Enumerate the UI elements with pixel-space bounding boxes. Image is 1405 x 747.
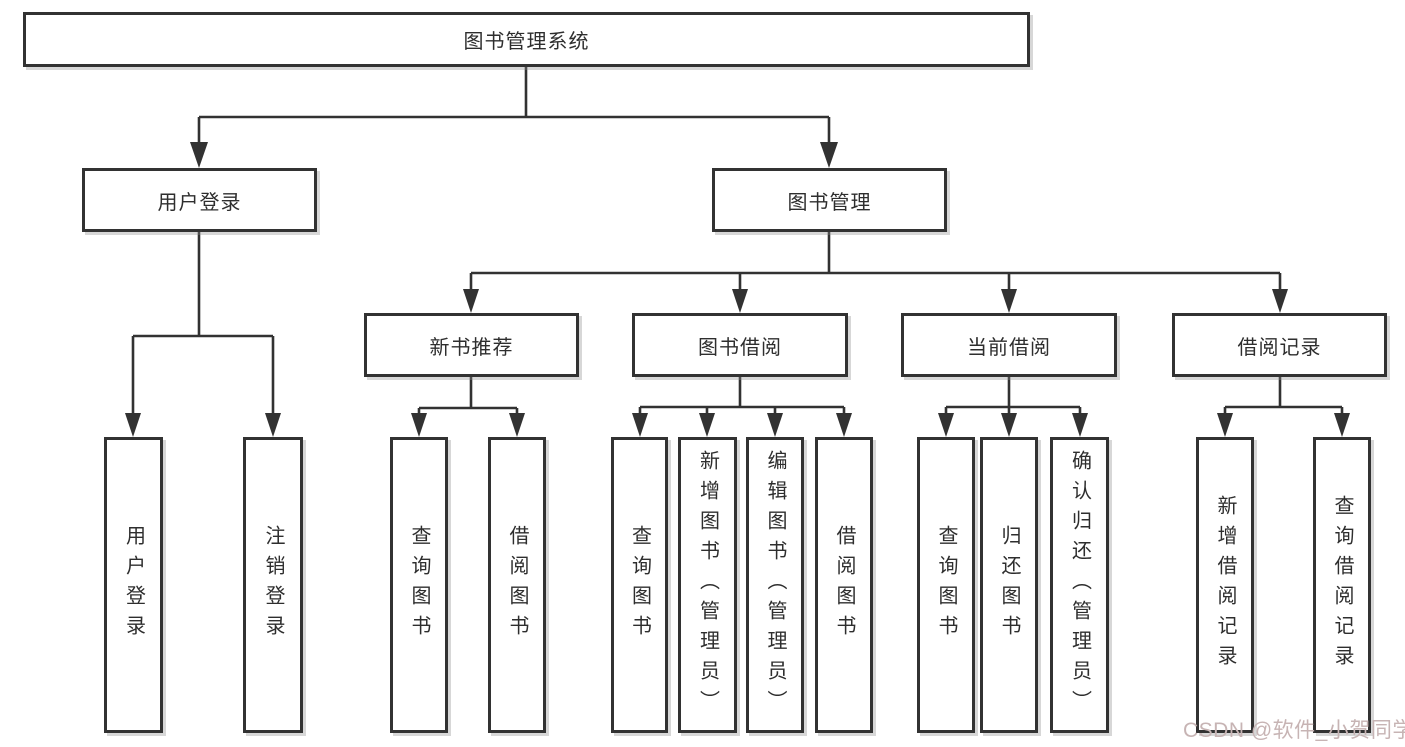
node-label: 用户登录 [157,191,242,214]
node-borrowing-records: 借阅记录 [1172,313,1387,377]
leaf-records-query-record: 查询借阅记录 [1313,437,1371,733]
leaf-recommend-query-books: 查询图书 [390,437,448,733]
leaf-label: 查询图书 [628,525,651,645]
leaf-label: 查询借阅记录 [1331,495,1353,675]
csdn-watermark: CSDN @软件_小贺同学 [1183,719,1405,742]
node-current-borrowing: 当前借阅 [901,313,1117,377]
leaf-logout: 注销登录 [243,437,303,733]
node-book-management: 图书管理 [712,168,947,232]
leaf-current-query-books: 查询图书 [917,437,975,733]
leaf-label: 查询图书 [935,525,957,645]
node-label: 图书管理系统 [463,31,590,53]
leaf-current-confirm-return-admin: 确认归还（管理员） [1050,437,1109,733]
leaf-recommend-borrow-books: 借阅图书 [488,437,546,733]
leaf-records-add-record: 新增借阅记录 [1196,437,1254,733]
leaf-label: 查询图书 [408,525,430,645]
leaf-user-login: 用户登录 [104,437,163,733]
leaf-current-return-books: 归还图书 [980,437,1038,733]
leaf-label: 用户登录 [122,525,145,645]
leaf-label: 注销登录 [262,525,284,645]
node-new-book-recommendation: 新书推荐 [364,313,579,377]
node-label: 新书推荐 [429,336,514,359]
leaf-label: 新增图书（管理员） [696,450,719,720]
leaf-label: 确认归还（管理员） [1068,450,1091,720]
leaf-label: 编辑图书（管理员） [764,450,786,720]
node-label: 图书管理 [787,191,872,214]
node-book-borrowing: 图书借阅 [632,313,848,377]
node-label: 当前借阅 [967,336,1051,359]
leaf-borrow-add-books-admin: 新增图书（管理员） [678,437,737,733]
leaf-borrow-query-books: 查询图书 [611,437,668,733]
node-library-management-system: 图书管理系统 [23,12,1030,67]
leaf-borrow-edit-books-admin: 编辑图书（管理员） [746,437,804,733]
node-user-login: 用户登录 [82,168,317,232]
node-label: 借阅记录 [1237,336,1322,359]
leaf-label: 新增借阅记录 [1214,495,1236,675]
leaf-label: 借阅图书 [506,525,528,645]
leaf-label: 借阅图书 [833,525,855,645]
node-label: 图书借阅 [698,336,782,359]
leaf-borrow-borrow-books: 借阅图书 [815,437,873,733]
leaf-label: 归还图书 [998,525,1020,645]
